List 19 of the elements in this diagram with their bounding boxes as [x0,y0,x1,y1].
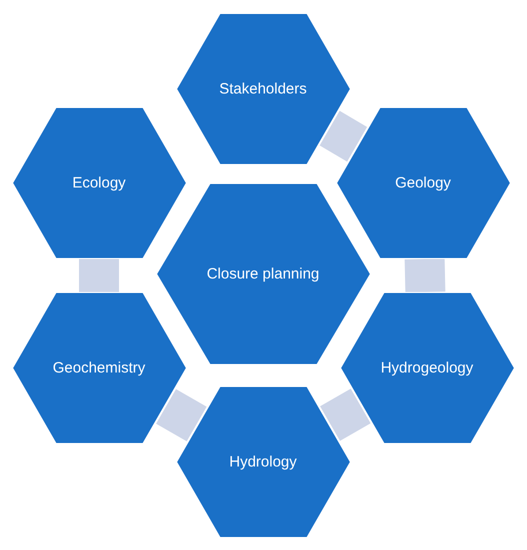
hexagon-node [12,292,186,444]
node-label: Geology [394,174,452,192]
hexagon-node [156,183,370,365]
connector-band [318,110,368,162]
hexagon-node [176,13,350,165]
connector-band [79,259,119,292]
hexagon-node [336,107,510,259]
hexagon-node [12,107,186,259]
node-label: Stakeholders [218,80,308,98]
node-label: Geochemistry [52,360,146,376]
node-label: Hydrogeology [380,360,474,376]
node-label: Hydrology [228,454,298,470]
hexagon-node [340,292,514,444]
node-label: Closure planning [206,266,320,282]
node-label: Ecology [71,174,127,192]
hexagon-node [176,386,350,538]
connector-band [154,388,208,442]
connector-band [318,388,372,442]
connector-band [404,258,446,292]
